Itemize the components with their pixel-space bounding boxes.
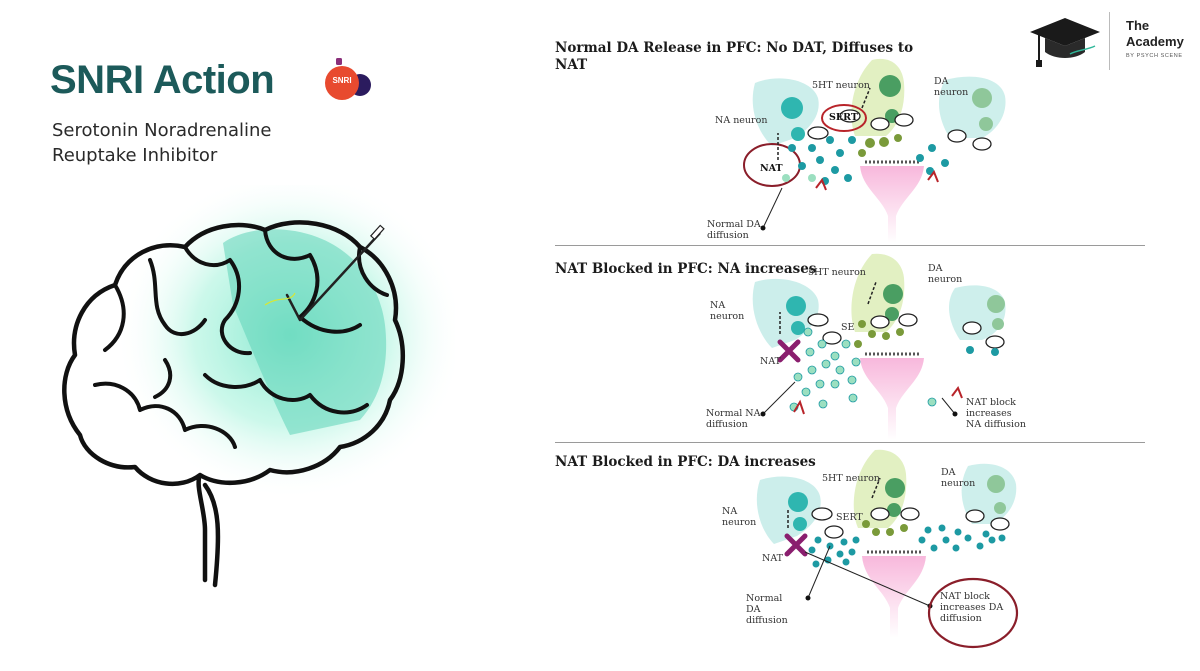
label-note-block: NAT block increases DA diffusion xyxy=(940,591,1004,624)
pill-icon: SNRI xyxy=(322,56,378,106)
label-5ht-neuron: 5HT neuron xyxy=(808,267,866,278)
label-note: Normal NA diffusion xyxy=(706,408,761,430)
panel-title: Normal DA Release in PFC: No DAT, Diffus… xyxy=(555,40,914,73)
label-sert: SE xyxy=(841,322,855,333)
panel-title: NAT Blocked in PFC: DA increases xyxy=(555,454,816,470)
label-nat: NAT xyxy=(762,553,783,564)
academy-logo[interactable]: The Academy BY PSYCH SCENE xyxy=(1025,10,1195,70)
panel-normal-da-release: Normal DA Release in PFC: No DAT, Diffus… xyxy=(550,38,1145,243)
label-sert: SERT xyxy=(836,512,863,523)
label-note: Normal DA diffusion xyxy=(746,593,788,626)
panel-nat-blocked-na: NAT Blocked in PFC: NA increases xyxy=(550,252,1145,440)
label-da-neuron: DA neuron xyxy=(941,467,976,489)
label-da-neuron: DA neuron xyxy=(934,76,969,98)
logo-name: The Academy xyxy=(1126,18,1184,49)
label-5ht-neuron: 5HT neuron xyxy=(822,473,880,484)
graduation-cap-icon xyxy=(1030,18,1100,67)
panel-divider xyxy=(555,245,1145,246)
label-note: Normal DA diffusion xyxy=(707,219,761,241)
panel-divider xyxy=(555,442,1145,443)
label-5ht-neuron: 5HT neuron xyxy=(812,80,870,91)
synapse-diagram xyxy=(756,449,1019,649)
label-nat: NAT xyxy=(760,356,781,367)
panel-nat-blocked-da: NAT Blocked in PFC: DA increases xyxy=(550,448,1145,668)
pill-label: SNRI xyxy=(332,76,352,85)
brain-illustration xyxy=(55,170,465,605)
page-subtitle: Serotonin Noradrenaline Reuptake Inhibit… xyxy=(52,120,272,166)
logo-divider xyxy=(1109,12,1110,70)
page-title: SNRI Action xyxy=(50,58,275,102)
label-da-neuron: DA neuron xyxy=(928,263,963,285)
synapse-diagram xyxy=(752,253,1006,440)
panel-title: NAT Blocked in PFC: NA increases xyxy=(555,261,817,277)
logo-tagline: BY PSYCH SCENE xyxy=(1126,53,1183,59)
label-na-neuron: NA neuron xyxy=(722,506,757,528)
label-na-neuron: NA neuron xyxy=(715,115,768,126)
label-nat: NAT xyxy=(760,163,783,174)
label-sert: SERT xyxy=(829,112,858,123)
label-note-block: NAT block increases NA diffusion xyxy=(966,397,1026,430)
synapse-diagram xyxy=(743,58,1006,243)
label-na-neuron: NA neuron xyxy=(710,300,745,322)
